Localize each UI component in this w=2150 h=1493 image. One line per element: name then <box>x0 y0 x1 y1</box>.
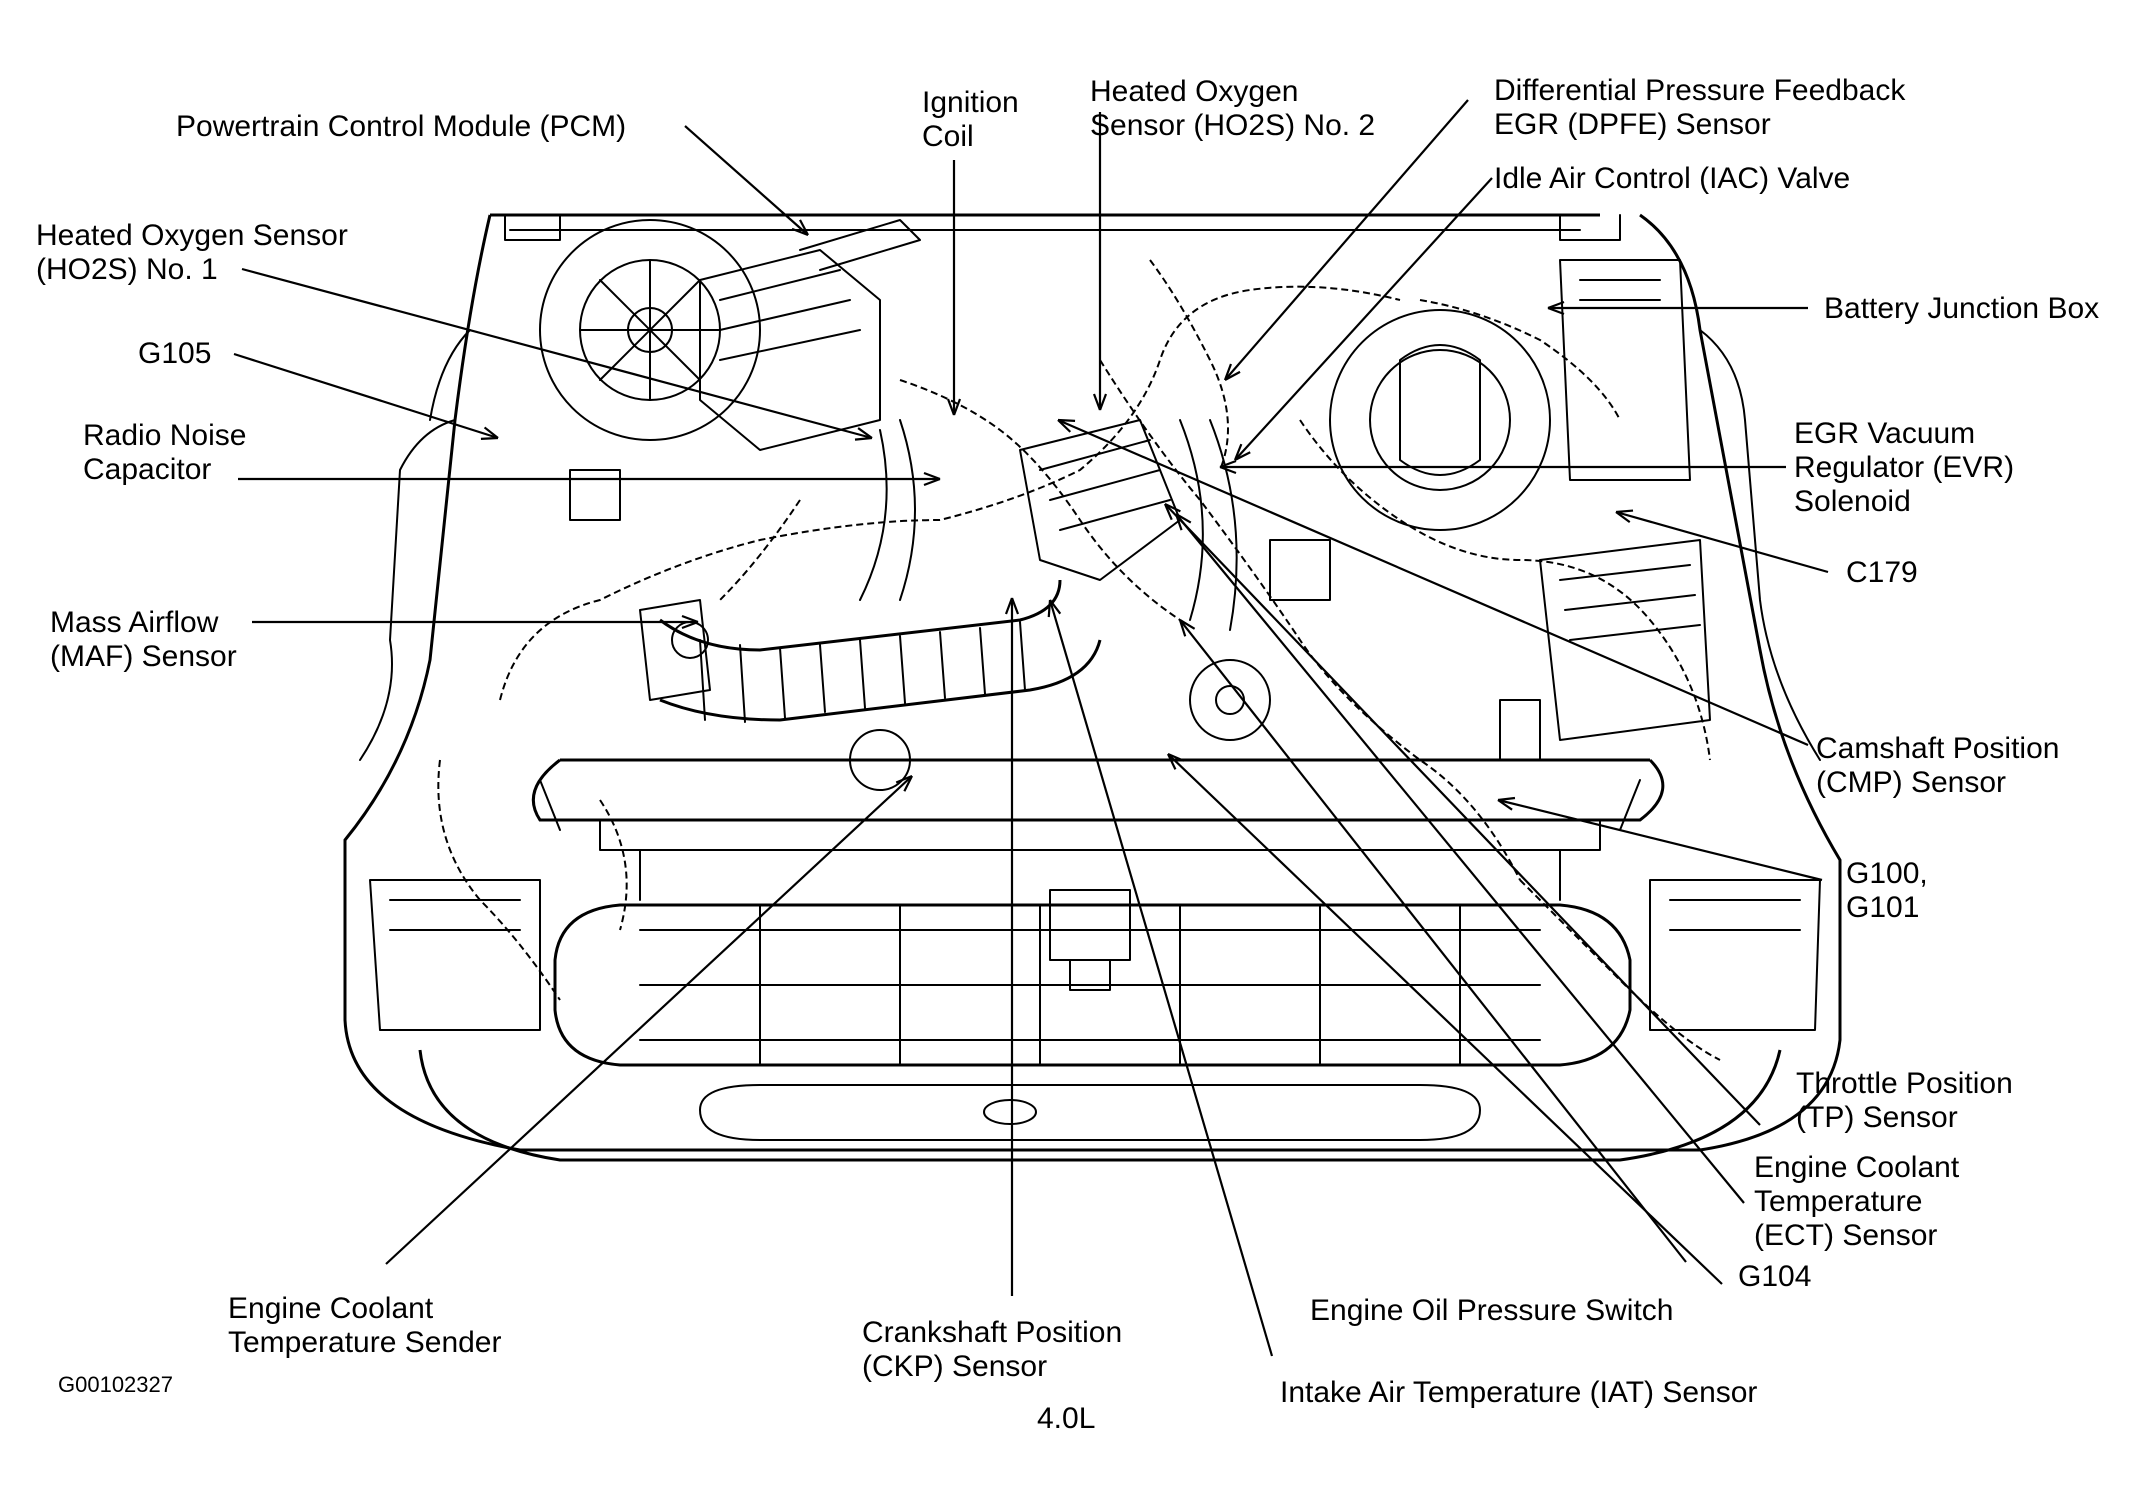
callout-line: (CKP) Sensor <box>862 1350 1047 1383</box>
arrowhead-c179 <box>1615 509 1634 524</box>
arrowhead-radio-noise-capacitor <box>923 471 941 487</box>
callout-g100-g101: G100,G101 <box>1846 857 1928 924</box>
arrowhead-cmp <box>1057 418 1076 433</box>
arrowhead-ect-sender <box>895 774 913 792</box>
leader-g104 <box>1167 753 1723 1285</box>
leader-ect-sensor <box>1175 513 1745 1204</box>
callout-line: G101 <box>1846 891 1919 924</box>
leader-tp <box>1164 503 1761 1126</box>
callout-ckp: Crankshaft Position(CKP) Sensor <box>862 1316 1122 1383</box>
callout-line: Powertrain Control Module (PCM) <box>176 110 626 143</box>
callout-line: Sensor (HO2S) No. 2 <box>1090 109 1375 142</box>
callout-line: Regulator (EVR) <box>1794 451 2014 484</box>
callout-line: EGR Vacuum <box>1794 417 1975 450</box>
callout-pcm: Powertrain Control Module (PCM) <box>176 110 626 143</box>
callout-oil-pressure-switch: Engine Oil Pressure Switch <box>1310 1294 1674 1327</box>
callout-iac: Idle Air Control (IAC) Valve <box>1494 162 1850 195</box>
arrowhead-pcm <box>791 219 809 237</box>
callout-line: (ECT) Sensor <box>1754 1219 1937 1252</box>
arrowhead-battery-junction-box <box>1547 300 1565 316</box>
callout-line: EGR (DPFE) Sensor <box>1494 108 1771 141</box>
callout-line: (CMP) Sensor <box>1816 766 2006 799</box>
leader-g100-g101 <box>1497 798 1823 882</box>
callout-line: Radio Noise <box>83 419 246 452</box>
arrowhead-maf <box>681 614 699 630</box>
figure-code: G00102327 <box>58 1372 173 1397</box>
callout-line: Coil <box>922 120 974 153</box>
callout-line: Engine Coolant <box>1754 1151 1960 1184</box>
callout-line: Ignition <box>922 86 1019 119</box>
engine-illustration <box>343 213 1842 1162</box>
callout-line: Capacitor <box>83 453 211 486</box>
callout-line: Idle Air Control (IAC) Valve <box>1494 162 1850 195</box>
callout-tp: Throttle Position(TP) Sensor <box>1796 1067 2013 1134</box>
callout-g104: G104 <box>1738 1260 1811 1293</box>
callout-maf: Mass Airflow(MAF) Sensor <box>50 606 237 673</box>
arrowhead-ho2s-2 <box>1092 393 1108 411</box>
arrowhead-iat <box>1047 599 1062 618</box>
arrowhead-ho2s-1 <box>854 427 873 441</box>
callout-line: Crankshaft Position <box>862 1316 1122 1349</box>
leader-iac <box>1234 177 1493 461</box>
leader-g105 <box>233 352 499 440</box>
arrowhead-g100-g101 <box>1497 796 1516 811</box>
callout-line: G100, <box>1846 857 1928 890</box>
callout-iat: Intake Air Temperature (IAT) Sensor <box>1280 1376 1757 1409</box>
callout-line: (HO2S) No. 1 <box>36 253 218 286</box>
callout-ho2s-1: Heated Oxygen Sensor(HO2S) No. 1 <box>36 219 348 286</box>
callout-battery-junction-box: Battery Junction Box <box>1824 292 2099 325</box>
callout-line: Temperature Sender <box>228 1326 502 1359</box>
callout-line: Engine Oil Pressure Switch <box>1310 1294 1674 1327</box>
leader-oil-pressure-switch <box>1179 619 1687 1263</box>
callout-cmp: Camshaft Position(CMP) Sensor <box>1816 732 2059 799</box>
arrowhead-evr <box>1219 459 1237 475</box>
callout-line: Camshaft Position <box>1816 732 2059 765</box>
callout-line: (TP) Sensor <box>1796 1101 1958 1134</box>
callout-line: Throttle Position <box>1796 1067 2013 1100</box>
callout-line: Heated Oxygen Sensor <box>36 219 348 252</box>
leader-dpfe <box>1224 99 1469 381</box>
leader-ho2s-1 <box>241 267 873 440</box>
arrowhead-g105 <box>480 426 499 440</box>
leader-cmp <box>1057 418 1809 747</box>
arrowhead-g104 <box>1167 752 1185 770</box>
callout-line: C179 <box>1846 556 1918 589</box>
callout-line: Intake Air Temperature (IAT) Sensor <box>1280 1376 1757 1409</box>
arrowhead-ignition-coil <box>946 398 962 416</box>
callout-line: Engine Coolant <box>228 1292 434 1325</box>
leader-pcm <box>684 125 809 236</box>
arrowhead-dpfe <box>1223 363 1241 381</box>
callout-c179: C179 <box>1846 556 1918 589</box>
callout-line: G104 <box>1738 1260 1811 1293</box>
arrowhead-tp <box>1163 503 1181 521</box>
callout-line: Temperature <box>1754 1185 1922 1218</box>
engine-label: 4.0L <box>1037 1402 1095 1435</box>
callout-line: Solenoid <box>1794 485 1911 518</box>
callout-line: Differential Pressure Feedback <box>1494 74 1906 107</box>
callout-line: Heated Oxygen <box>1090 75 1298 108</box>
callout-line: (MAF) Sensor <box>50 640 237 673</box>
callout-g105: G105 <box>138 337 211 370</box>
leader-iat <box>1048 599 1274 1357</box>
arrowhead-ckp <box>1004 597 1020 615</box>
callout-line: G105 <box>138 337 211 370</box>
arrowhead-iac <box>1233 443 1251 461</box>
leader-c179 <box>1615 510 1829 574</box>
arrowhead-ect-sensor <box>1174 513 1192 531</box>
leader-ect-sender <box>385 775 913 1265</box>
callout-line: Mass Airflow <box>50 606 219 639</box>
callout-line: Battery Junction Box <box>1824 292 2099 325</box>
leader-lines <box>233 99 1829 1357</box>
arrowhead-oil-pressure-switch <box>1178 619 1196 637</box>
